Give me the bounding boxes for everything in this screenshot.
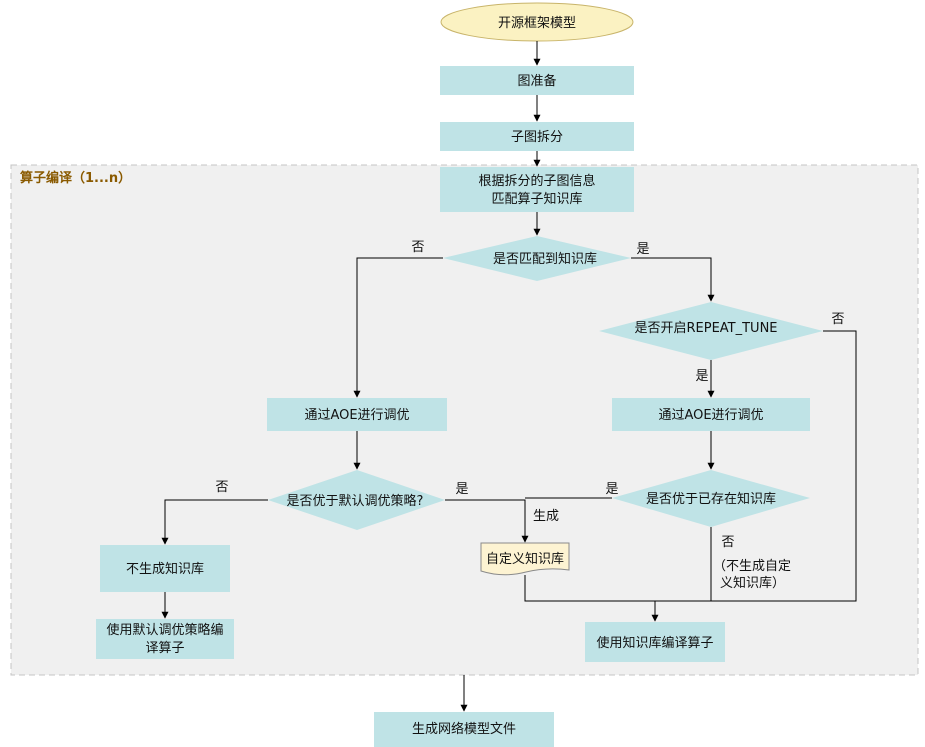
label-existing-no: 否 <box>721 535 734 550</box>
label-existing-yes: 是 <box>605 482 618 497</box>
label-default-no: 否 <box>215 480 228 495</box>
no-kb-node <box>100 545 230 592</box>
split-graph-label: 子图拆分 <box>511 130 563 145</box>
no-kb-label: 不生成知识库 <box>126 561 204 577</box>
match-kb-label-line1: 根据拆分的子图信息 <box>478 173 595 189</box>
aoe-tune-right-label: 通过AOE进行调优 <box>658 408 763 423</box>
output-node <box>374 712 554 747</box>
is-matched-label: 是否匹配到知识库 <box>493 251 597 267</box>
use-kb-node <box>585 622 725 662</box>
label-generate: 生成 <box>533 509 559 524</box>
match-kb-node <box>440 167 634 212</box>
edge-default-yes <box>445 499 529 543</box>
edge-matched-no <box>353 257 443 398</box>
edge-default-no <box>161 499 268 545</box>
split-graph-node <box>440 122 634 151</box>
repeat-tune-decision <box>599 302 823 360</box>
use-default-label-line1: 使用默认调优策略编 <box>106 622 223 638</box>
aoe-tune-left-label: 通过AOE进行调优 <box>304 408 409 423</box>
label-repeat-no: 否 <box>831 312 844 327</box>
use-default-label-line2: 译算子 <box>145 641 184 656</box>
better-than-existing-decision <box>612 470 810 527</box>
repeat-tune-label: 是否开启REPEAT_TUNE <box>634 321 777 336</box>
edge-repeat-no <box>655 330 857 602</box>
better-than-default-decision <box>268 470 445 530</box>
connectors <box>161 41 857 712</box>
start-label: 开源框架模型 <box>498 16 576 31</box>
prepare-graph-node <box>440 66 634 95</box>
label-matched-yes: 是 <box>636 242 649 257</box>
edge-matched-yes <box>631 257 715 302</box>
prepare-graph-label: 图准备 <box>517 73 556 89</box>
output-label: 生成网络模型文件 <box>412 721 516 737</box>
is-matched-decision <box>443 236 631 281</box>
aoe-tune-left-node <box>267 398 447 431</box>
use-default-node <box>96 619 234 659</box>
label-repeat-yes: 是 <box>695 369 708 384</box>
label-matched-no: 否 <box>411 240 424 255</box>
label-existing-no-note-line2: 义知识库） <box>720 575 785 591</box>
aoe-tune-right-node <box>612 398 810 431</box>
label-default-yes: 是 <box>455 482 468 497</box>
custom-kb-node <box>480 542 570 576</box>
better-than-default-label: 是否优于默认调优策略? <box>287 493 424 509</box>
edge-custom-kb-merge <box>524 575 655 602</box>
match-kb-label-line2: 匹配算子知识库 <box>491 191 582 207</box>
use-kb-label: 使用知识库编译算子 <box>596 635 713 651</box>
custom-kb-label: 自定义知识库 <box>486 551 564 567</box>
label-existing-no-note-line1: （不生成自定 <box>713 559 791 574</box>
better-than-existing-label: 是否优于已存在知识库 <box>646 491 776 507</box>
group-title: 算子编译（1...n） <box>20 170 131 186</box>
